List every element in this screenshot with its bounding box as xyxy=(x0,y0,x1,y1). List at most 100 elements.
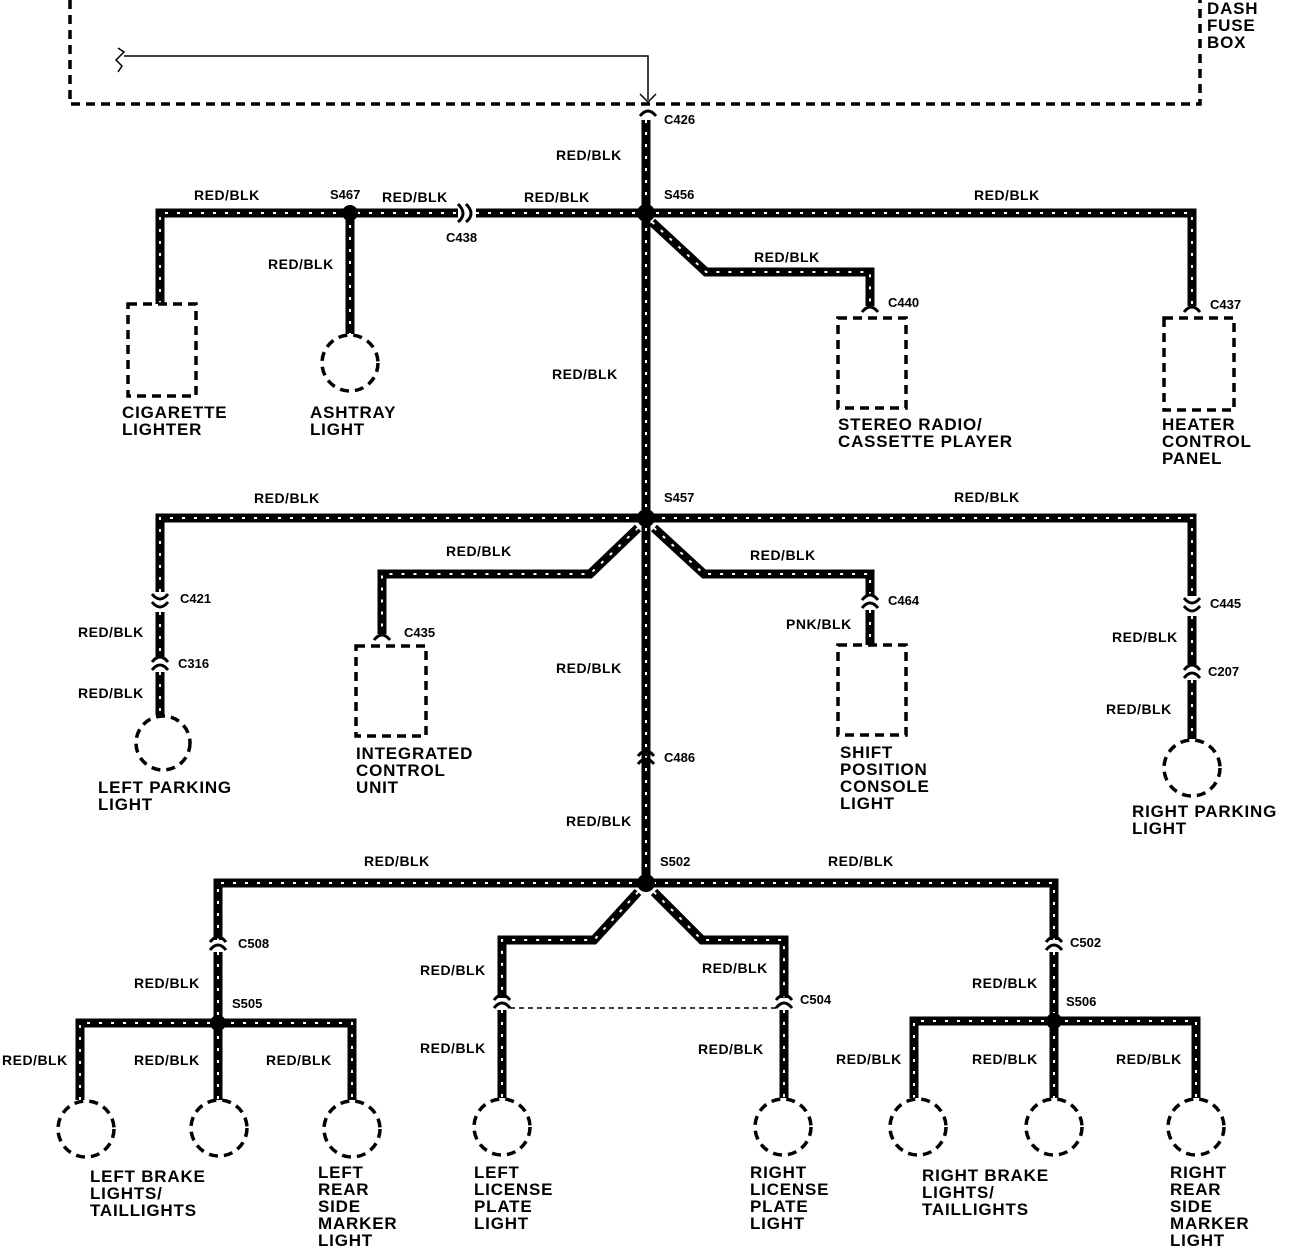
wire-segment xyxy=(155,513,1197,596)
connector-c502 xyxy=(1044,935,1064,951)
wire-label: RED/BLK xyxy=(972,1051,1038,1067)
caption-heater-3: PANEL xyxy=(1162,449,1222,468)
wire-hash xyxy=(476,212,1193,306)
connector-c421 xyxy=(150,593,170,609)
connector-label-c440: C440 xyxy=(888,295,919,310)
cigarette-lighter-box xyxy=(126,302,198,398)
caption-right-brake-1: RIGHT BRAKE xyxy=(922,1166,1049,1185)
wire-label: RED/BLK xyxy=(382,189,448,205)
caption-integrated-3: UNIT xyxy=(356,778,399,797)
caption-left-license-2: LICENSE xyxy=(474,1180,553,1199)
right-brake-light-bulb-2 xyxy=(1024,1097,1084,1157)
wire-label: RED/BLK xyxy=(446,543,512,559)
caption-integrated-1: INTEGRATED xyxy=(356,744,473,763)
wire-hash xyxy=(651,221,871,306)
integrated-control-box xyxy=(354,644,428,738)
caption-ashtray-light-1: ASHTRAY xyxy=(310,403,396,422)
dash-fuse-box: DASH FUSE BOX xyxy=(68,0,1258,106)
caption-shift-1: SHIFT xyxy=(840,743,893,762)
caption-left-marker-5: LIGHT xyxy=(318,1231,373,1250)
connectors: C426 C438 C440 C437 C421 C316 C435 C464 … xyxy=(150,109,1241,1009)
ashtray-light-bulb xyxy=(320,333,380,393)
wire-label: RED/BLK xyxy=(1116,1051,1182,1067)
wire-label: RED/BLK xyxy=(750,547,816,563)
wire-label: RED/BLK xyxy=(364,853,430,869)
wire-label: RED/BLK xyxy=(268,256,334,272)
wire-segment xyxy=(213,878,1059,940)
left-brake-light-bulb xyxy=(56,1099,116,1159)
connector-c437 xyxy=(1182,305,1202,313)
left-rear-marker-bulb xyxy=(322,1099,382,1159)
connector-label-c316: C316 xyxy=(178,656,209,671)
caption-right-brake-3: TAILLIGHTS xyxy=(922,1200,1029,1219)
wire-label: RED/BLK xyxy=(78,624,144,640)
caption-left-license-1: LEFT xyxy=(474,1163,520,1182)
wire-label: RED/BLK xyxy=(194,187,260,203)
wire-label: RED/BLK xyxy=(266,1052,332,1068)
wire-label: RED/BLK xyxy=(556,660,622,676)
connector-c435 xyxy=(372,633,392,641)
heater-control-box xyxy=(1162,316,1236,412)
left-parking-light-bulb xyxy=(134,714,192,772)
connector-c445 xyxy=(1182,597,1202,613)
wire-label: RED/BLK xyxy=(836,1051,902,1067)
splice-label-s506: S506 xyxy=(1066,994,1096,1009)
stereo-radio-box xyxy=(836,316,908,410)
wire-label: RED/BLK xyxy=(954,489,1020,505)
left-brake-light-bulb-2 xyxy=(189,1098,249,1158)
wire-hash xyxy=(159,517,1193,596)
wire-label: RED/BLK xyxy=(1106,701,1172,717)
caption-left-license-3: PLATE xyxy=(474,1197,532,1216)
caption-right-license-1: RIGHT xyxy=(750,1163,807,1182)
connector-label-c438: C438 xyxy=(446,230,477,245)
connector-label-c504: C504 xyxy=(800,992,832,1007)
splice-label-s502: S502 xyxy=(660,854,690,869)
wire-label-pnk: PNK/BLK xyxy=(786,616,852,632)
right-license-plate-bulb xyxy=(753,1097,813,1157)
wire-hash xyxy=(381,527,639,634)
caption-left-parking-2: LIGHT xyxy=(98,795,153,814)
caption-right-parking-1: RIGHT PARKING xyxy=(1132,802,1277,821)
splice-s502 xyxy=(637,874,655,892)
splice-label-s505: S505 xyxy=(232,996,262,1011)
wire-label: RED/BLK xyxy=(702,960,768,976)
wire-label: RED/BLK xyxy=(556,147,622,163)
wire-label: RED/BLK xyxy=(1112,629,1178,645)
wire-label: RED/BLK xyxy=(134,975,200,991)
connector-c504 xyxy=(774,993,794,1009)
caption-heater-1: HEATER xyxy=(1162,415,1235,434)
caption-integrated-2: CONTROL xyxy=(356,761,446,780)
connector-c438 xyxy=(456,202,473,224)
components xyxy=(56,302,1236,1159)
caption-right-marker-2: REAR xyxy=(1170,1180,1221,1199)
connector-c486 xyxy=(636,749,656,765)
wire-label: RED/BLK xyxy=(828,853,894,869)
caption-right-marker-4: MARKER xyxy=(1170,1214,1249,1233)
connector-c316 xyxy=(150,655,170,671)
fuse-box-label-2: FUSE xyxy=(1207,16,1256,35)
connector-label-c207: C207 xyxy=(1208,664,1239,679)
splice-label-s456: S456 xyxy=(664,187,694,202)
wire-label: RED/BLK xyxy=(420,962,486,978)
wire-label: RED/BLK xyxy=(254,490,320,506)
caption-right-marker-5: LIGHT xyxy=(1170,1231,1225,1250)
wire-label: RED/BLK xyxy=(134,1052,200,1068)
wire-label: RED/BLK xyxy=(974,187,1040,203)
caption-stereo-2: CASSETTE PLAYER xyxy=(838,432,1013,451)
caption-left-marker-1: LEFT xyxy=(318,1163,364,1182)
caption-right-parking-2: LIGHT xyxy=(1132,819,1187,838)
wire-labels: RED/BLK RED/BLK RED/BLK RED/BLK RED/BLK … xyxy=(2,147,1182,1068)
caption-stereo-1: STEREO RADIO/ xyxy=(838,415,983,434)
caption-right-marker-1: RIGHT xyxy=(1170,1163,1227,1182)
connector-c464 xyxy=(860,593,880,609)
wire-segment xyxy=(650,888,789,998)
wire-hash xyxy=(159,212,458,304)
caption-right-license-4: LIGHT xyxy=(750,1214,805,1233)
caption-shift-3: CONSOLE xyxy=(840,777,930,796)
shift-position-box xyxy=(836,643,908,737)
wire-hash xyxy=(79,1022,353,1100)
wire-label: RED/BLK xyxy=(754,249,820,265)
splice-s506 xyxy=(1046,1013,1062,1029)
connector-label-c502: C502 xyxy=(1070,935,1101,950)
